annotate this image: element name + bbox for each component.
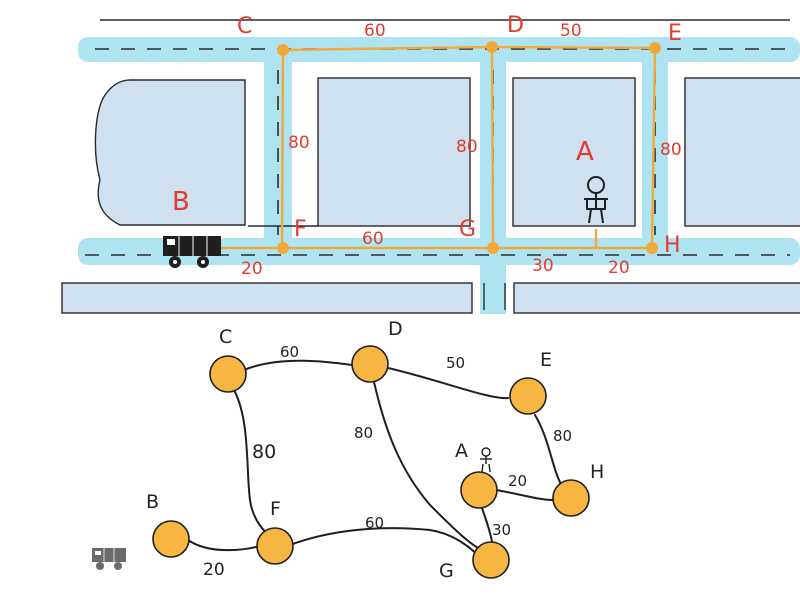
graph-weight-dg: 80 (354, 424, 373, 442)
graph-edge-weights: 20 60 80 50 80 80 60 30 20 (203, 343, 572, 580)
map-weight-cf: 80 (288, 133, 310, 153)
graph-edge-eh (534, 414, 564, 489)
graph-node-h (552, 479, 590, 517)
block-east (684, 77, 800, 227)
street-map: C D E F G H A B 60 50 80 80 80 60 20 30 … (61, 13, 800, 314)
path-c-f (280, 48, 285, 250)
graph-label-f: F (270, 498, 281, 520)
graph-node-a (460, 471, 498, 509)
map-dot-h (646, 242, 658, 254)
block-dega (512, 77, 636, 227)
graph-edge-de (387, 367, 509, 400)
map-weight-a-h: 20 (608, 258, 630, 278)
graph-weight-bf: 20 (203, 560, 225, 580)
block-south-west (61, 282, 473, 314)
map-label-g: G (459, 217, 476, 242)
graph-weight-de: 50 (446, 354, 465, 372)
graph-weight-ah: 20 (508, 472, 527, 490)
graph-label-d: D (388, 318, 403, 340)
map-weight-g-a: 30 (532, 256, 554, 276)
map-dot-e (649, 42, 661, 54)
path-d-g (490, 45, 495, 250)
graph-edge-fg (289, 527, 479, 556)
truck-icon (92, 548, 126, 570)
graph-label-g: G (439, 560, 454, 582)
truck-icon (163, 236, 221, 268)
map-dot-f (277, 242, 289, 254)
graph: B C D E F G H A 20 60 80 50 80 80 60 30 … (92, 318, 604, 582)
graph-node-d (351, 345, 389, 383)
graph-label-h: H (590, 461, 604, 483)
map-weight-eh: 80 (660, 140, 682, 160)
graph-edge-dg (373, 381, 483, 551)
path-e-h (650, 46, 657, 250)
map-label-b: B (172, 187, 190, 217)
block-b (94, 79, 246, 226)
map-weight-de: 50 (560, 21, 582, 41)
graph-edge-ah (495, 489, 554, 501)
person-icon (584, 176, 608, 224)
map-label-e: E (668, 21, 682, 46)
map-labels: C D E F G H A B 60 50 80 80 80 60 20 30 … (172, 13, 682, 279)
graph-node-labels: B C D E F G H A (146, 318, 604, 582)
map-weight-cd: 60 (364, 21, 386, 41)
graph-weight-ag: 30 (492, 521, 511, 539)
graph-edge-bf (187, 539, 261, 552)
block-cfdg (317, 77, 471, 227)
map-label-f: F (294, 217, 307, 242)
graph-weight-eh: 80 (553, 427, 572, 445)
map-intersections (277, 41, 661, 254)
block-south-east (513, 282, 800, 314)
graph-label-b: B (146, 491, 159, 513)
graph-edge-cf (233, 389, 269, 535)
map-dot-c (277, 44, 289, 56)
map-dot-g (487, 242, 499, 254)
graph-label-c: C (219, 326, 232, 348)
graph-weight-cd: 60 (280, 343, 299, 361)
graph-node-c (209, 355, 247, 393)
map-weight-truck-f: 20 (241, 259, 263, 279)
city-blocks (61, 77, 800, 314)
map-label-a: A (576, 137, 594, 167)
map-weight-fg: 60 (362, 229, 384, 249)
road-bottom (78, 238, 800, 265)
map-dot-d (486, 41, 498, 53)
map-label-d: D (507, 13, 524, 38)
graph-node-g (472, 541, 510, 579)
graph-edge-ag (481, 507, 493, 543)
graph-edge-cd (243, 359, 353, 371)
graph-nodes (152, 345, 590, 579)
map-label-c: C (237, 14, 252, 39)
map-weight-dg: 80 (456, 137, 478, 157)
person-icon (480, 447, 492, 473)
graph-node-f (256, 527, 294, 565)
graph-node-b (152, 520, 190, 558)
graph-node-e (509, 377, 547, 415)
graph-label-a: A (455, 440, 468, 462)
map-label-h: H (664, 233, 681, 258)
graph-edges (187, 359, 564, 556)
graph-weight-cf: 80 (252, 441, 276, 463)
graph-label-e: E (540, 349, 552, 371)
graph-weight-fg: 60 (365, 514, 384, 532)
